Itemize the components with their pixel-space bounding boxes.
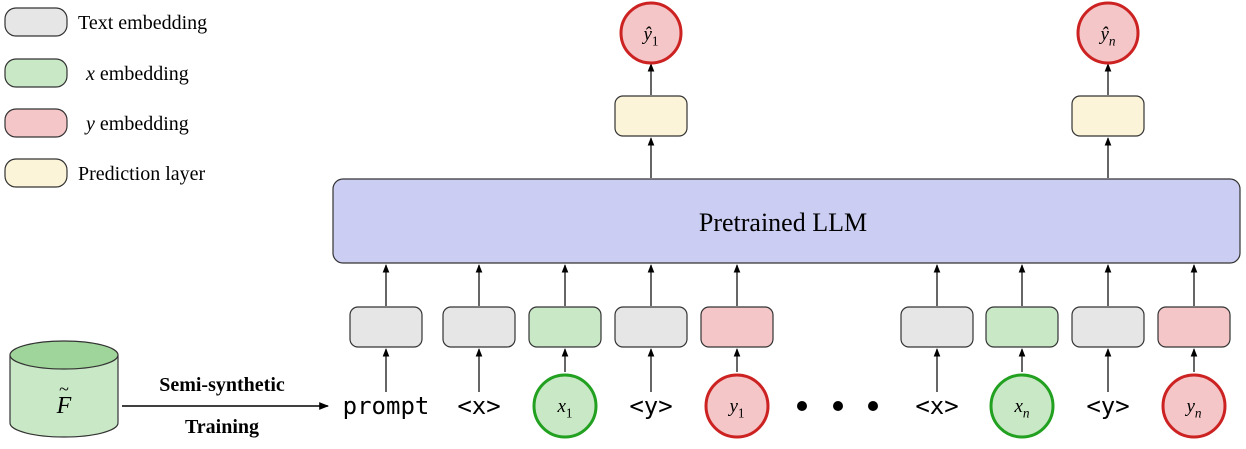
embedding-x [985, 306, 1059, 348]
legend-text: embedding [95, 63, 189, 85]
output-node [1076, 1, 1140, 65]
math-var: x [1013, 396, 1023, 417]
prediction-layer-box [614, 95, 688, 137]
prediction-layer-box [1071, 95, 1145, 137]
input-node-label: y1 [727, 396, 744, 420]
llm-block: Pretrained LLM [332, 178, 1241, 264]
math-var: y [1184, 396, 1195, 417]
input-token: prompt [343, 392, 430, 420]
legend-label: y embedding [84, 113, 189, 135]
math-subscript: n [1195, 405, 1202, 420]
legend-label: Text embedding [78, 12, 207, 34]
math-var: ŷ [641, 24, 652, 45]
input-node-label: yn [1184, 396, 1201, 420]
input-token: <y> [1086, 392, 1129, 420]
input-node-y [704, 373, 770, 439]
legend-math: y [84, 113, 95, 135]
output-node-label: ŷn [1098, 24, 1115, 48]
embedding-text [900, 306, 974, 348]
output-node-label: ŷ1 [641, 24, 658, 48]
embedding-text [442, 306, 516, 348]
input-token: <x> [915, 392, 958, 420]
dot [833, 401, 843, 411]
embedding-text [1071, 306, 1145, 348]
math-var: ŷ [1098, 24, 1109, 45]
training-label-line2: Training [185, 416, 259, 438]
output-node [619, 1, 683, 65]
legend-math: x [85, 63, 95, 85]
legend-swatch [4, 7, 68, 37]
legend-swatch [4, 58, 68, 88]
embedding-y [700, 306, 774, 348]
legend-swatch [4, 158, 68, 188]
dot [868, 401, 878, 411]
embedding-text [349, 306, 423, 348]
legend-item-x: x embedding [4, 58, 189, 88]
embedding-text [614, 306, 688, 348]
dot [797, 401, 807, 411]
input-node-label: xn [1013, 396, 1029, 420]
math-subscript: 1 [738, 405, 745, 420]
legend-item-text: Text embedding [4, 7, 207, 37]
tilde-mark: ~ [59, 379, 69, 399]
legend-item-pred: Prediction layer [4, 158, 206, 188]
legend-label: x embedding [85, 63, 189, 85]
llm-box [332, 178, 1241, 264]
math-subscript: 1 [566, 405, 573, 420]
embedding-y [1157, 306, 1231, 348]
math-subscript: n [1023, 405, 1030, 420]
legend-item-y: y embedding [4, 108, 189, 138]
ellipsis-dots [797, 401, 878, 411]
input-node-x [532, 373, 598, 439]
input-token: <y> [629, 392, 672, 420]
dataset-cylinder-icon [9, 340, 119, 438]
cylinder-body [9, 355, 119, 438]
dataset-symbol: F [56, 393, 72, 419]
math-var: x [556, 396, 566, 417]
legend-label: Prediction layer [78, 163, 206, 185]
llm-label: Pretrained LLM [699, 208, 867, 237]
input-token: <x> [457, 392, 500, 420]
training-label-line1: Semi-synthetic [159, 374, 285, 396]
math-subscript: n [1109, 33, 1116, 48]
input-node-y [1161, 373, 1227, 439]
cylinder-top [9, 340, 119, 370]
input-node-x [989, 373, 1055, 439]
math-var: y [727, 396, 738, 417]
input-tokens-row: prompt<x>x1<y>y1<x>xn<y>yn [343, 348, 1227, 439]
legend-swatch [4, 108, 68, 138]
math-subscript: 1 [652, 33, 659, 48]
embedding-x [528, 306, 602, 348]
legend-text: embedding [95, 113, 189, 135]
input-node-label: x1 [556, 396, 572, 420]
embedding-row [349, 264, 1231, 348]
